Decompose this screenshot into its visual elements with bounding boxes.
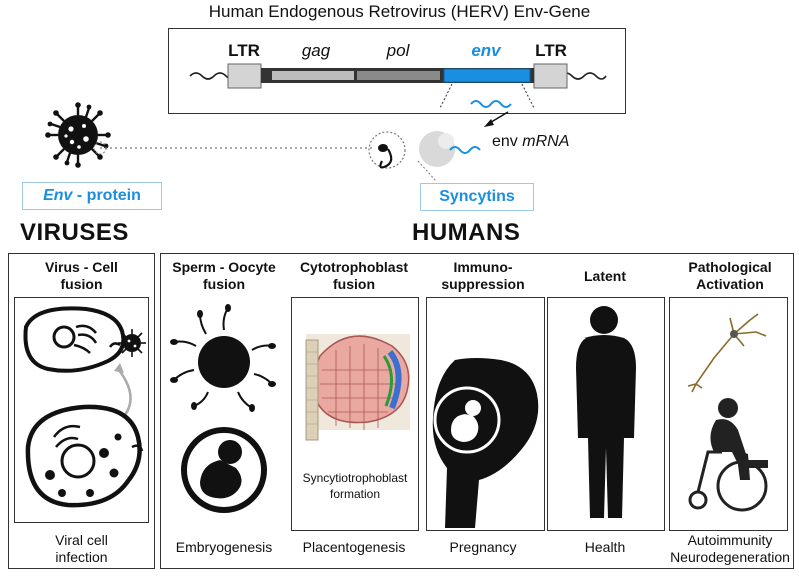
ltr-left-label: LTR: [228, 41, 260, 60]
embryogenesis-label: Embryogenesis: [175, 539, 273, 555]
env-mrna-wave: [470, 100, 512, 108]
sperm-oocyte-title: Sperm - Oocyte fusion: [172, 259, 276, 292]
ltr-right-block: [533, 63, 568, 89]
virus-cell-fusion-illustration: [23, 306, 146, 508]
virus-icon: [45, 102, 111, 168]
dotted-zoom-circle: [368, 131, 406, 169]
neuron-icon: [687, 313, 767, 393]
pathological-bottom-label: Autoimmunity Neurodegeneration: [670, 532, 790, 565]
pol-segment: [357, 71, 440, 80]
gag-segment: [272, 71, 354, 80]
pol-label: pol: [386, 41, 411, 60]
viruses-heading: VIRUSES: [20, 219, 129, 246]
cell-virus-connector: [45, 102, 481, 182]
healthy-person-illustration: [576, 306, 636, 518]
neuron-wheelchair-illustration: [687, 313, 768, 512]
arrow-head: [484, 119, 494, 127]
env-protein-label: Env - protein: [22, 182, 162, 210]
ltr-left-block: [227, 63, 262, 89]
syncytins-label: Syncytins: [420, 183, 534, 211]
wheelchair-person-icon: [710, 398, 768, 480]
pathological-activation-title: Pathological Activation: [688, 259, 772, 292]
env-protein-icon: [378, 144, 393, 169]
gene-schematic: LTR gag pol env LTR: [189, 41, 607, 127]
env-segment: [443, 68, 531, 83]
env-projection-left: [439, 83, 453, 109]
latent-title: Latent: [584, 268, 626, 284]
pregnancy-label: Pregnancy: [449, 539, 517, 555]
sperm-oocyte-illustration: [170, 304, 276, 513]
gag-label: gag: [302, 41, 331, 60]
ltr-right-label: LTR: [535, 41, 567, 60]
humans-heading: HUMANS: [412, 219, 521, 246]
right-flank-line: [559, 72, 607, 80]
env-label: env: [471, 41, 502, 60]
syncytiotrophoblast-caption: Syncytiotrophoblast formation: [302, 471, 408, 501]
cell-mrna-wave: [449, 146, 481, 154]
placenta-illustration: [305, 334, 410, 441]
env-projection-right: [521, 83, 535, 109]
figure-title: Human Endogenous Retrovirus (HERV) Env-G…: [208, 2, 591, 21]
immunosuppression-title: Immuno- suppression: [441, 259, 525, 292]
virus-panel-bottom-label: Viral cell infection: [55, 532, 108, 565]
pregnancy-illustration: [432, 358, 539, 528]
virus-panel-title: Virus - Cell fusion: [45, 259, 118, 292]
cytotrophoblast-title: Cytotrophoblast fusion: [299, 259, 409, 292]
health-label: Health: [584, 539, 626, 555]
placentogenesis-label: Placentogenesis: [302, 539, 406, 555]
env-mrna-label: env mRNA: [492, 133, 570, 150]
